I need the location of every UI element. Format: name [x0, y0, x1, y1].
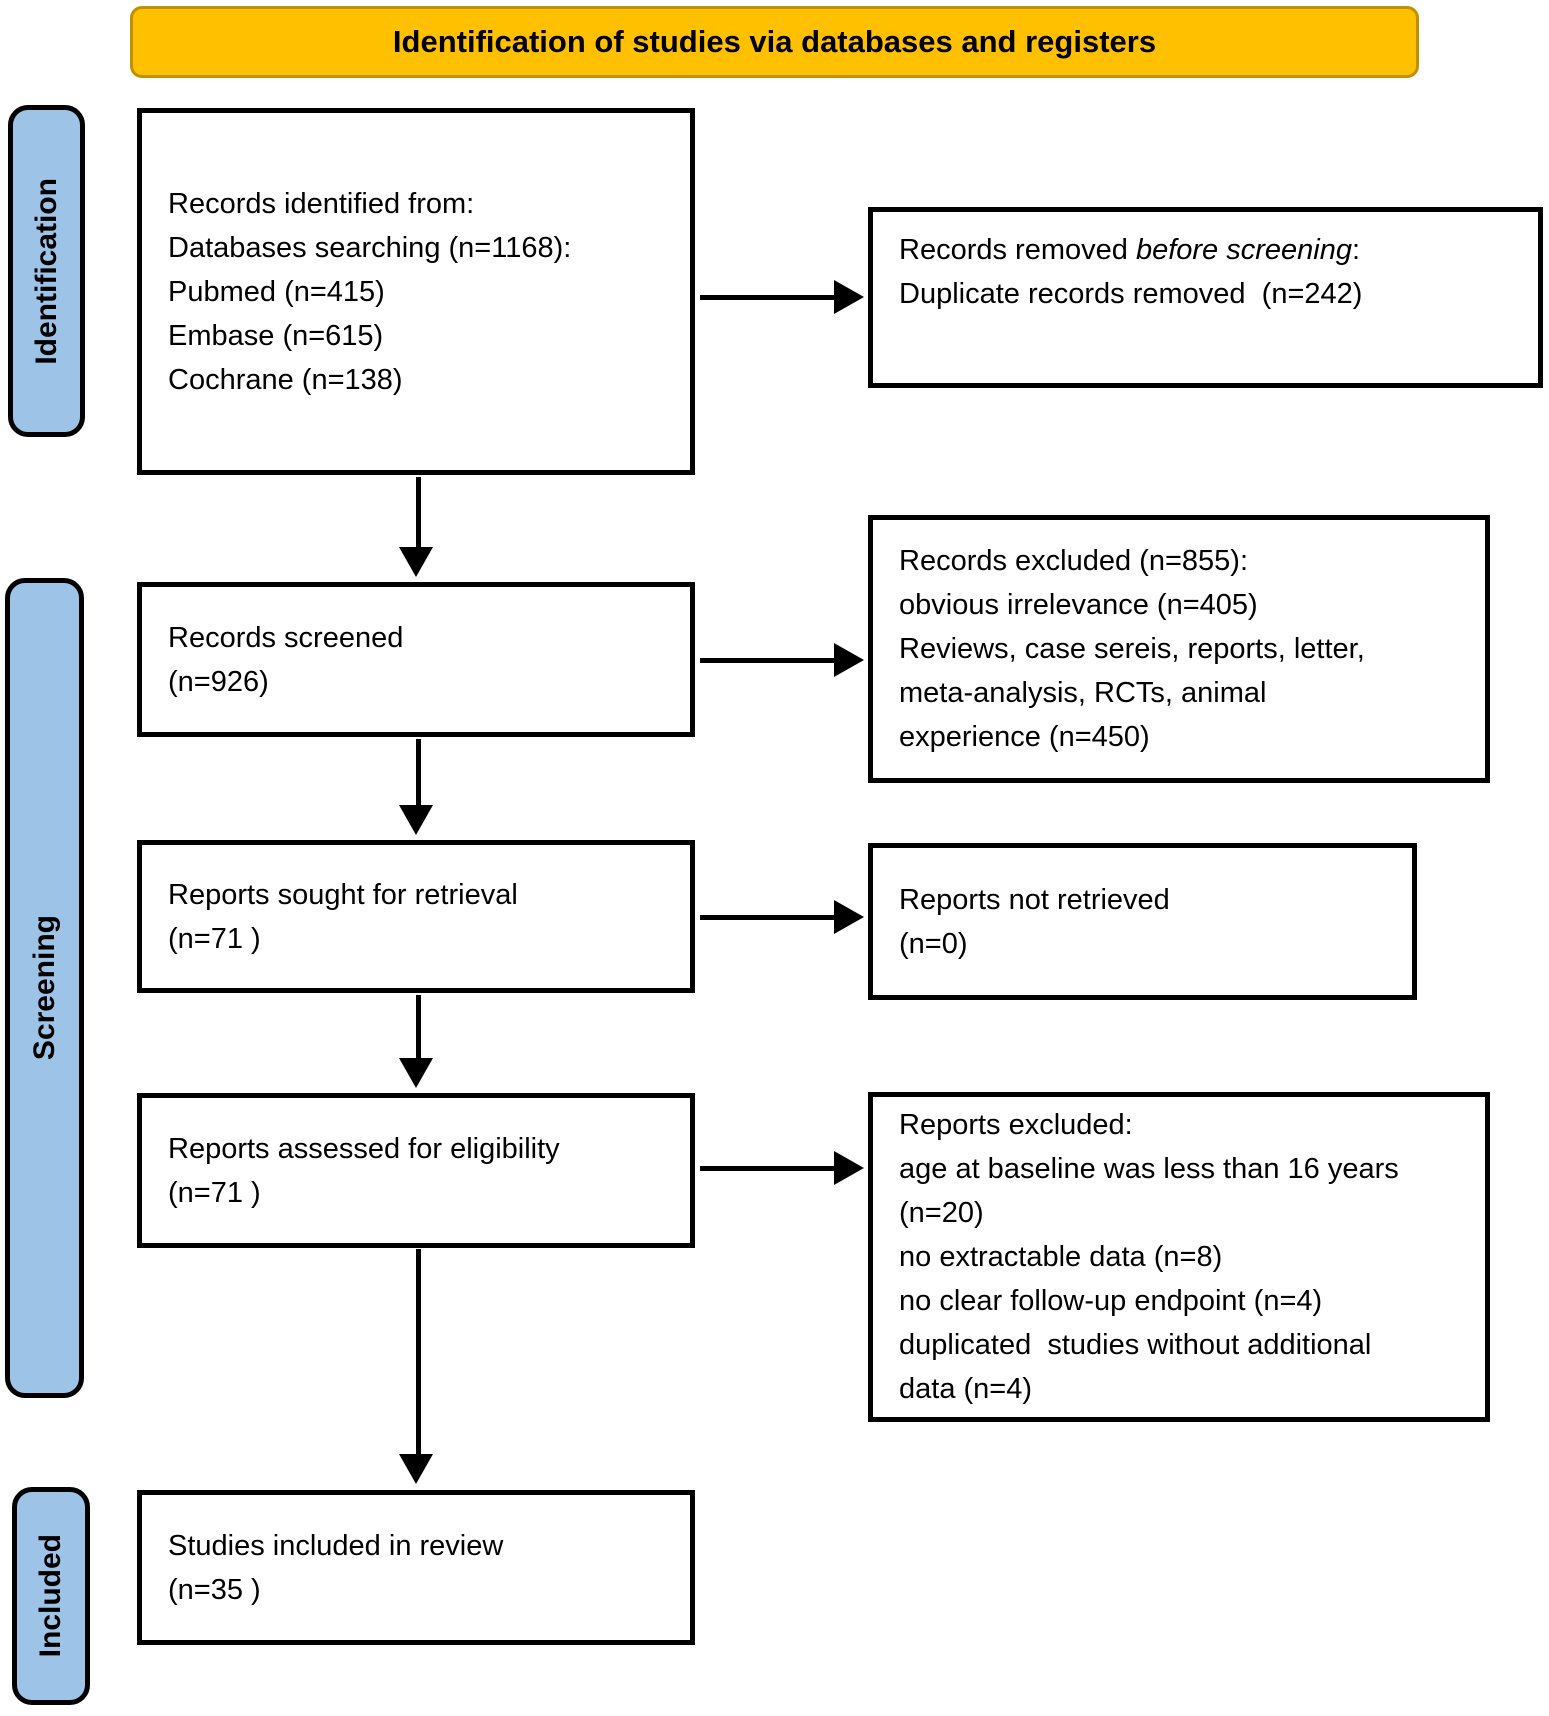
reports-assessed-line: Reports assessed for eligibility [168, 1132, 560, 1165]
reports-not-retrieved-line: Reports not retrieved [899, 883, 1170, 916]
reports-excluded-line: data (n=4) [899, 1373, 1033, 1405]
records-excluded-line: experience (n=450) [899, 721, 1150, 753]
records-identified-line: Records identified from: [168, 187, 475, 220]
box-studies-included: Studies included in review (n=35 ) [137, 1490, 695, 1645]
box-records-screened: Records screened (n=926) [137, 582, 695, 737]
title-banner-label: Identification of studies via databases … [392, 24, 1157, 59]
records-removed-italic: before screening [1135, 234, 1352, 266]
reports-sought-line: (n=71 ) [168, 922, 261, 955]
stage-bar-included: Included [12, 1487, 90, 1705]
records-screened-line: Records screened [168, 621, 404, 654]
records-identified-line: Databases searching (n=1168): [168, 231, 572, 264]
arrowhead-right-icon [834, 1151, 864, 1185]
records-excluded-line: meta-analysis, RCTs, animal [899, 677, 1267, 709]
arrowhead-right-icon [834, 643, 864, 677]
reports-excluded-line: no extractable data (n=8) [899, 1241, 1223, 1273]
reports-excluded-line: age at baseline was less than 16 years [899, 1153, 1399, 1185]
records-identified-line: Pubmed (n=415) [168, 275, 385, 308]
stage-label-screening: Screening [27, 915, 61, 1061]
records-excluded-line: Records excluded (n=855): [899, 545, 1249, 577]
studies-included-line: Studies included in review [168, 1529, 504, 1562]
records-removed-line: Duplicate records removed (n=242) [899, 278, 1363, 310]
records-excluded-line: obvious irrelevance (n=405) [899, 589, 1258, 621]
box-records-removed: Records removed before screening: Duplic… [868, 207, 1543, 388]
reports-assessed-line: (n=71 ) [168, 1176, 261, 1209]
box-reports-not-retrieved: Reports not retrieved (n=0) [868, 843, 1417, 1000]
box-reports-excluded: Reports excluded: age at baseline was le… [868, 1092, 1490, 1422]
box-reports-sought: Reports sought for retrieval (n=71 ) [137, 840, 695, 993]
arrowhead-down-icon [399, 547, 433, 577]
box-records-identified: Records identified from: Databases searc… [137, 108, 695, 475]
records-excluded-line: Reviews, case sereis, reports, letter, [899, 633, 1365, 665]
stage-bar-identification: Identification [8, 105, 85, 437]
reports-excluded-line: Reports excluded: [899, 1109, 1133, 1141]
reports-sought-line: Reports sought for retrieval [168, 878, 518, 911]
records-identified-line: Cochrane (n=138) [168, 363, 403, 396]
records-screened-line: (n=926) [168, 665, 269, 698]
arrowhead-down-icon [399, 1058, 433, 1088]
reports-not-retrieved-line: (n=0) [899, 927, 968, 960]
records-removed-line: Records removed before screening: [899, 234, 1361, 266]
reports-excluded-line: no clear follow-up endpoint (n=4) [899, 1285, 1323, 1317]
stage-bar-screening: Screening [5, 578, 84, 1398]
arrowhead-right-icon [834, 900, 864, 934]
reports-excluded-line: (n=20) [899, 1197, 984, 1229]
arrowhead-down-icon [399, 1454, 433, 1484]
studies-included-line: (n=35 ) [168, 1573, 261, 1606]
title-banner: Identification of studies via databases … [130, 6, 1419, 78]
arrowhead-right-icon [834, 280, 864, 314]
box-records-excluded: Records excluded (n=855): obvious irrele… [868, 515, 1490, 783]
box-reports-assessed: Reports assessed for eligibility (n=71 ) [137, 1093, 695, 1248]
stage-label-identification: Identification [29, 177, 63, 365]
stage-label-included: Included [34, 1534, 67, 1658]
arrowhead-down-icon [399, 805, 433, 835]
records-identified-line: Embase (n=615) [168, 319, 384, 352]
reports-excluded-line: duplicated studies without additional [899, 1329, 1372, 1361]
